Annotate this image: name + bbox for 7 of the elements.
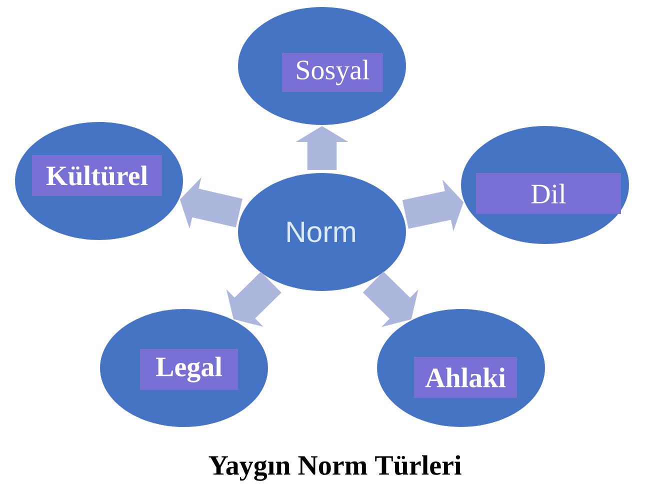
caption: Yaygın Norm Türleri bbox=[208, 455, 462, 481]
label-box: Legal bbox=[140, 349, 238, 390]
label-box: Sosyal bbox=[282, 53, 383, 92]
label-box: Ahlaki bbox=[414, 357, 517, 398]
label-box: Dil bbox=[476, 173, 621, 214]
label-box: Kültürel bbox=[32, 155, 162, 196]
node-label: Norm bbox=[288, 222, 355, 242]
